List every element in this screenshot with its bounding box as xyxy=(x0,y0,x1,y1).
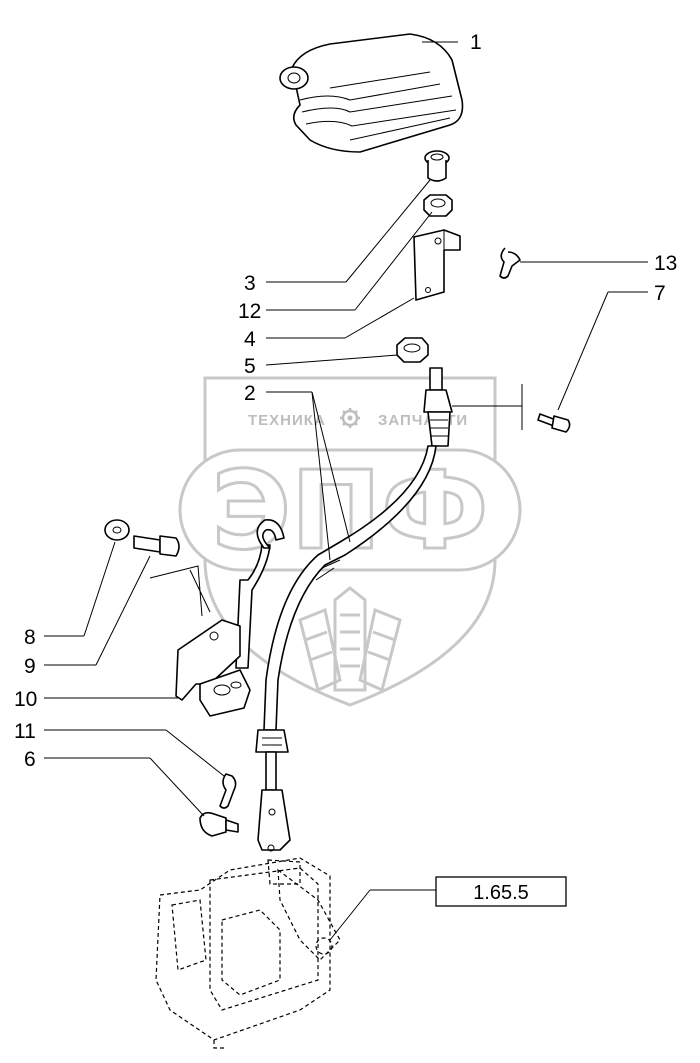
watermark-left-text: ТЕХНИКА xyxy=(248,412,326,429)
gearbox-cover xyxy=(155,857,341,1049)
part-4-bracket xyxy=(413,229,461,301)
part-8-washer xyxy=(104,519,130,541)
part-9-bolt xyxy=(133,535,180,557)
callout-5: 5 xyxy=(244,355,256,378)
part-2-cable xyxy=(255,367,453,852)
callout-2: 2 xyxy=(244,382,256,405)
callout-4: 4 xyxy=(244,328,256,351)
watermark-wheat-emblem xyxy=(298,586,402,693)
part-12-nut xyxy=(423,194,453,217)
part-1-rubber-boot xyxy=(279,33,464,153)
part-10-support xyxy=(149,565,251,717)
part-5-nut xyxy=(396,337,429,363)
callout-6: 6 xyxy=(24,748,36,771)
callout-labels: 1 3 12 4 5 2 13 7 8 9 10 11 6 xyxy=(14,31,677,771)
watermark-logo-text: ЭПФ xyxy=(212,449,489,574)
part-7-bolt xyxy=(537,413,571,433)
callout-9: 9 xyxy=(24,655,36,678)
lever-rod xyxy=(235,519,285,669)
part-11-split-pin xyxy=(219,773,237,809)
callout-7: 7 xyxy=(654,282,666,305)
watermark-banner xyxy=(178,448,522,572)
callout-3: 3 xyxy=(244,272,256,295)
reference-box: 1.65.5 xyxy=(435,876,567,907)
callout-1: 1 xyxy=(470,31,482,54)
watermark-right-text: ЗАПЧАСТИ xyxy=(378,412,468,429)
part-6-pin xyxy=(199,811,239,837)
callout-10: 10 xyxy=(14,688,37,711)
part-13-spring-clip xyxy=(499,247,521,279)
callout-8: 8 xyxy=(24,626,36,649)
callout-12: 12 xyxy=(238,300,261,323)
callout-11: 11 xyxy=(14,720,36,743)
callout-13: 13 xyxy=(654,252,677,275)
gear-icon xyxy=(340,408,360,428)
part-3-cap xyxy=(424,150,450,182)
reference-box-label: 1.65.5 xyxy=(473,882,529,904)
leader-lines xyxy=(44,41,648,941)
